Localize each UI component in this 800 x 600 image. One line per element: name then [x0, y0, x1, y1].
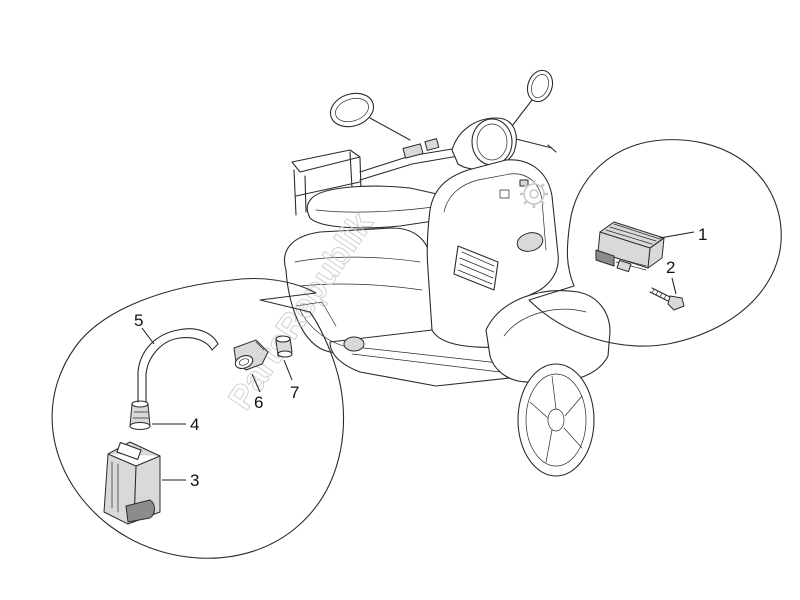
- callout-number-6: 6: [254, 393, 263, 412]
- callout-number-7: 7: [290, 383, 299, 402]
- callout-number-1: 1: [698, 225, 707, 244]
- ignition-coil-part: [103, 441, 161, 525]
- detail-circle-right: [528, 139, 782, 347]
- detail-circle-left: [51, 278, 345, 559]
- callout-number-2: 2: [666, 258, 675, 277]
- spark-boot-part: [129, 400, 151, 431]
- spark-plug-cap-part: [233, 339, 269, 371]
- voltage-regulator-part: [595, 221, 665, 273]
- callout-numbers: 1 2 3 4 5 6 7: [134, 225, 707, 490]
- callout-leaders: [141, 231, 695, 481]
- bolt-part: [649, 287, 685, 311]
- callout-number-5: 5: [134, 311, 143, 330]
- sleeve-part: [275, 335, 293, 358]
- callout-number-3: 3: [190, 471, 199, 490]
- watermark-gear-icon: [520, 180, 548, 208]
- ht-lead-part: [137, 328, 219, 403]
- scooter-illustration: [284, 69, 611, 477]
- callout-number-4: 4: [190, 415, 199, 434]
